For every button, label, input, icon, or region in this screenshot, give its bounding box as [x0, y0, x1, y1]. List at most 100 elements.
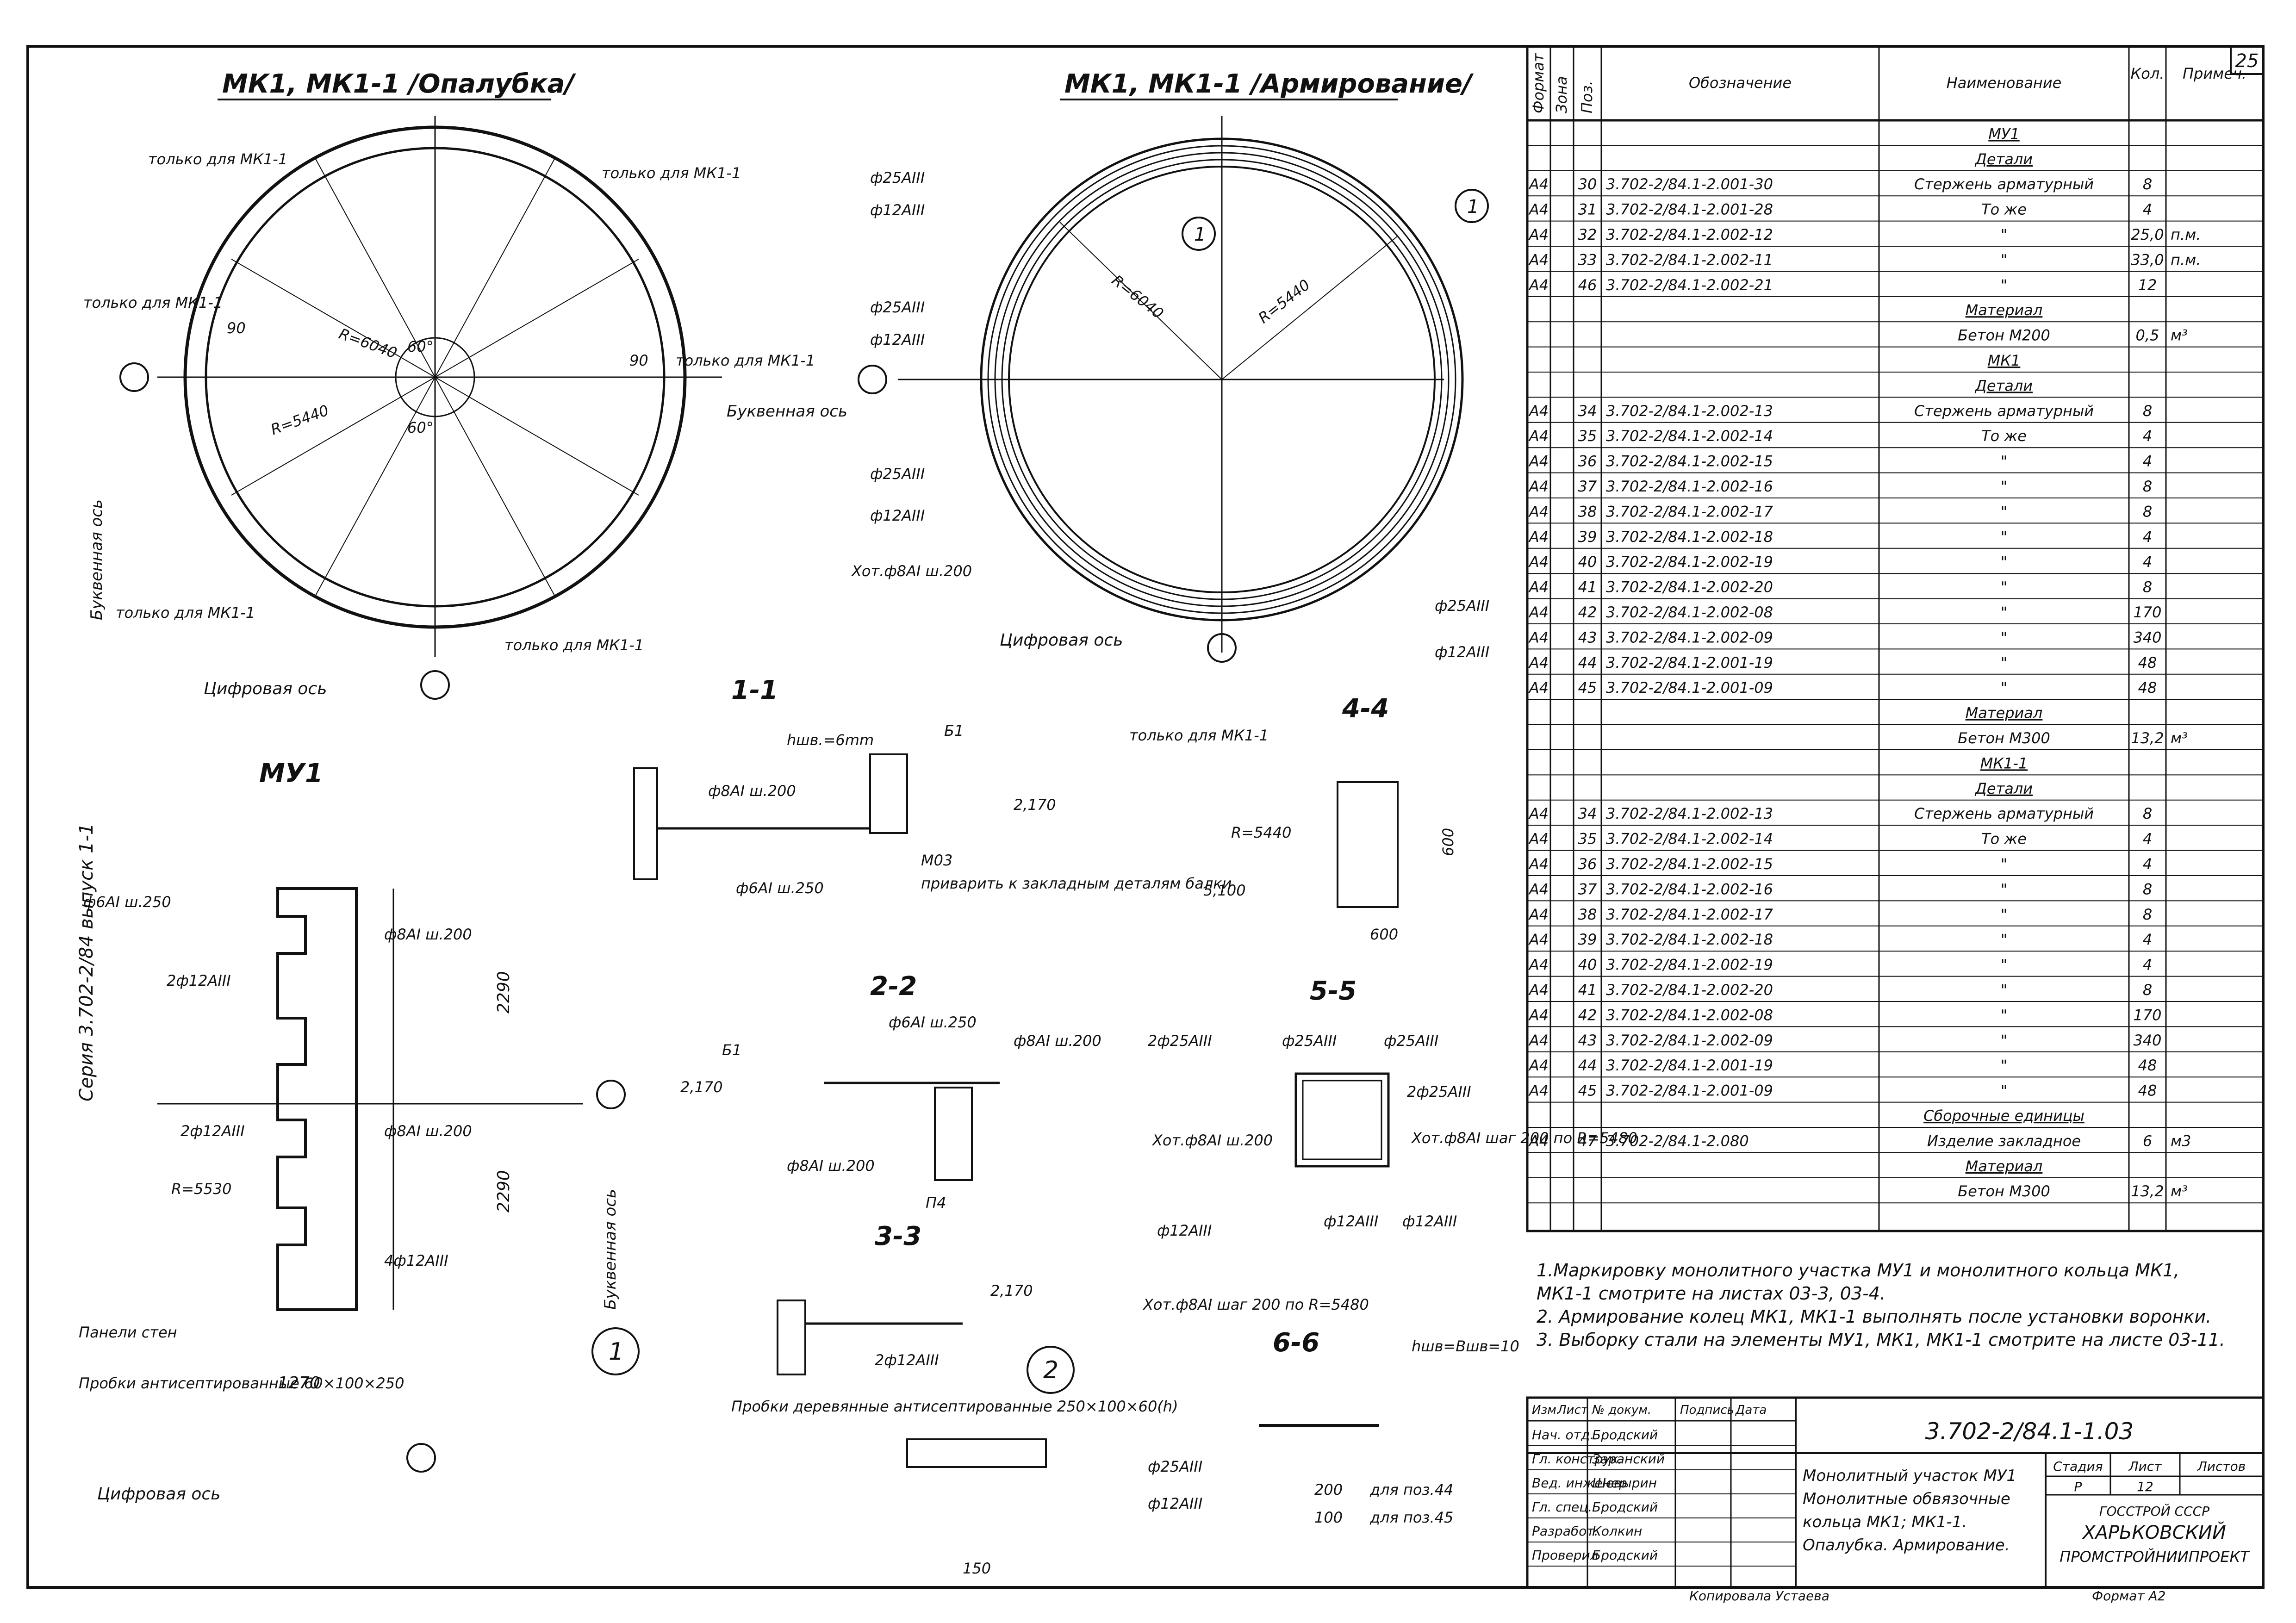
bar-label: ф8АI ш.200 — [384, 1122, 472, 1140]
for-44-label: для поз.44 — [1369, 1481, 1453, 1499]
only-mk11-label: только для МК1-1 — [504, 636, 644, 654]
spec-cell-qty: 48 — [2138, 1082, 2157, 1100]
bar-label: ф6АI ш.250 — [736, 879, 824, 897]
spec-cell-qty: 4 — [2143, 427, 2152, 445]
mu1-view: МУ1 2290 2290 1270 ф6АI ш.250 2ф12АIII 2… — [79, 759, 626, 1504]
spec-cell-format: А4 — [1528, 528, 1549, 546]
letter-axis-bubble — [119, 362, 149, 392]
spec-cell-designation: 3.702-2/84.1-2.002-14 — [1606, 427, 1773, 445]
spec-cell-designation: 3.702-2/84.1-2.002-13 — [1606, 805, 1773, 822]
mu1-radius: R=5530 — [171, 1180, 231, 1198]
radius-label: R=5440 — [1231, 824, 1291, 841]
spec-cell-format: А4 — [1528, 175, 1549, 193]
spec-cell-format: А4 — [1528, 1057, 1549, 1074]
tb-description: Опалубка. Армирование. — [1803, 1536, 2010, 1555]
spec-cell-name: Бетон М200 — [1958, 327, 2050, 344]
section-wall — [777, 1300, 806, 1375]
spec-cell-name: " — [2001, 226, 2008, 243]
spec-cell-name: МК1-1 — [1980, 754, 2028, 772]
spec-cell-name: " — [2001, 679, 2008, 696]
spec-cell-name: Материал — [1966, 704, 2043, 722]
spec-cell-name: " — [2001, 628, 2008, 646]
spec-cell-qty: 8 — [2143, 175, 2152, 193]
spec-cell-designation: 3.702-2/84.1-2.001-28 — [1606, 201, 1773, 218]
doc-code: 3.702-2/84.1-1.03 — [1925, 1418, 2134, 1445]
spec-cell-qty: 4 — [2143, 453, 2152, 470]
bar-label: ф6АI ш.250 — [83, 893, 171, 911]
tb-org: ПРОМСТРОЙНИИПРОЕКТ — [2060, 1548, 2250, 1566]
spec-cell-format: А4 — [1528, 478, 1549, 495]
spec-cell-pos: 36 — [1578, 453, 1597, 470]
spec-cell-name: " — [2001, 453, 2008, 470]
node-1-callout-label: 1 — [609, 1338, 624, 1366]
spec-cell-pos: 43 — [1578, 628, 1597, 646]
spec-cell-name: " — [2001, 1032, 2008, 1049]
spec-cell-qty: 8 — [2143, 805, 2152, 822]
bar-label: ф12АIII — [1324, 1213, 1378, 1230]
bar-label: ф12АIII — [870, 201, 925, 219]
spec-cell-name: То же — [1981, 427, 2027, 445]
tb-role-name: Колкин — [1592, 1524, 1642, 1539]
only-mk11-label: только для МК1-1 — [602, 164, 741, 182]
p4-label: П4 — [926, 1194, 946, 1212]
spec-cell-name: " — [2001, 880, 2008, 898]
section-6-6-title: 6-6 — [1273, 1328, 1319, 1358]
spec-cell-pos: 35 — [1578, 830, 1597, 848]
spec-cell-designation: 3.702-2/84.1-2.002-20 — [1606, 578, 1773, 596]
dimension-200: 200 — [1314, 1481, 1343, 1499]
spec-cell-pos: 42 — [1578, 603, 1597, 621]
spec-cell-qty: 340 — [2133, 1032, 2161, 1049]
sheet-number: 25 — [2235, 50, 2259, 72]
spec-cell-pos: 44 — [1578, 654, 1597, 672]
spec-cell-note: м3 — [2171, 1132, 2191, 1150]
spec-cell-name: " — [2001, 276, 2008, 294]
only-mk11-label: только для МК1-1 — [83, 294, 223, 311]
tb-col-header: Дата — [1735, 1403, 1767, 1417]
spec-cell-qty: 12 — [2138, 276, 2157, 294]
tb-stage-label: Стадия — [2053, 1459, 2103, 1474]
node-1-callout — [591, 1327, 640, 1375]
spec-cell-pos: 44 — [1578, 1057, 1597, 1074]
spec-cell-designation: 3.702-2/84.1-2.002-15 — [1606, 855, 1773, 873]
spec-cell-qty: 4 — [2143, 956, 2152, 974]
spec-cell-pos: 37 — [1578, 478, 1597, 495]
letter-axis-label: Буквенная ось — [601, 1189, 620, 1310]
section-3-3-title: 3-3 — [875, 1221, 921, 1251]
spec-cell-designation: 3.702-2/84.1-2.002-16 — [1606, 478, 1773, 495]
bar-label: 2ф25АIII — [1148, 1032, 1212, 1050]
bar-label: ф25АIII — [870, 465, 925, 483]
tb-description: Монолитные обвязочные — [1803, 1490, 2010, 1508]
spec-cell-qty: 48 — [2138, 1057, 2157, 1074]
tb-role-name: Бродский — [1592, 1499, 1658, 1515]
dimension-2290: 2290 — [494, 971, 513, 1014]
header-designation: Обозначение — [1689, 74, 1792, 92]
specification-table: Формат Зона Поз. Обозначение Наименовани… — [1526, 45, 2265, 1232]
beam-label: Б1 — [944, 722, 964, 740]
bar-label: ф12АIII — [1157, 1222, 1212, 1239]
spec-cell-pos: 36 — [1578, 855, 1597, 873]
only-mk11-label: только для МК1-1 — [116, 604, 255, 622]
general-notes: 1.Маркировку монолитного участка МУ1 и м… — [1537, 1259, 2259, 1351]
tb-role-name: Заранский — [1592, 1451, 1665, 1467]
spec-cell-pos: 34 — [1578, 402, 1597, 420]
spec-cell-designation: 3.702-2/84.1-2.002-08 — [1606, 1006, 1773, 1024]
angle-label: 60° — [407, 338, 434, 355]
spec-cell-format: А4 — [1528, 603, 1549, 621]
node-2-detail: Пробки деревянные антисептированные 250×… — [731, 1398, 1178, 1577]
spec-cell-name: " — [2001, 1082, 2008, 1100]
tb-role-name: Бродский — [1592, 1548, 1658, 1563]
only-mk11-label: только для МК1-1 — [676, 352, 815, 369]
header-qty: Кол. — [2131, 65, 2165, 82]
spec-cell-format: А4 — [1528, 503, 1549, 520]
spec-cell-note: п.м. — [2171, 251, 2201, 268]
spec-cell-format: А4 — [1528, 880, 1549, 898]
header-format: Формат — [1530, 53, 1547, 113]
spec-cell-pos: 40 — [1578, 956, 1597, 974]
node-1-marker — [1182, 217, 1216, 251]
spec-cell-qty: 13,2 — [2131, 729, 2164, 747]
section-box — [1294, 1072, 1390, 1168]
spec-cell-format: А4 — [1528, 654, 1549, 672]
radial-line — [314, 157, 436, 378]
radial-line — [435, 259, 639, 378]
spec-cell-qty: 6 — [2143, 1132, 2152, 1150]
